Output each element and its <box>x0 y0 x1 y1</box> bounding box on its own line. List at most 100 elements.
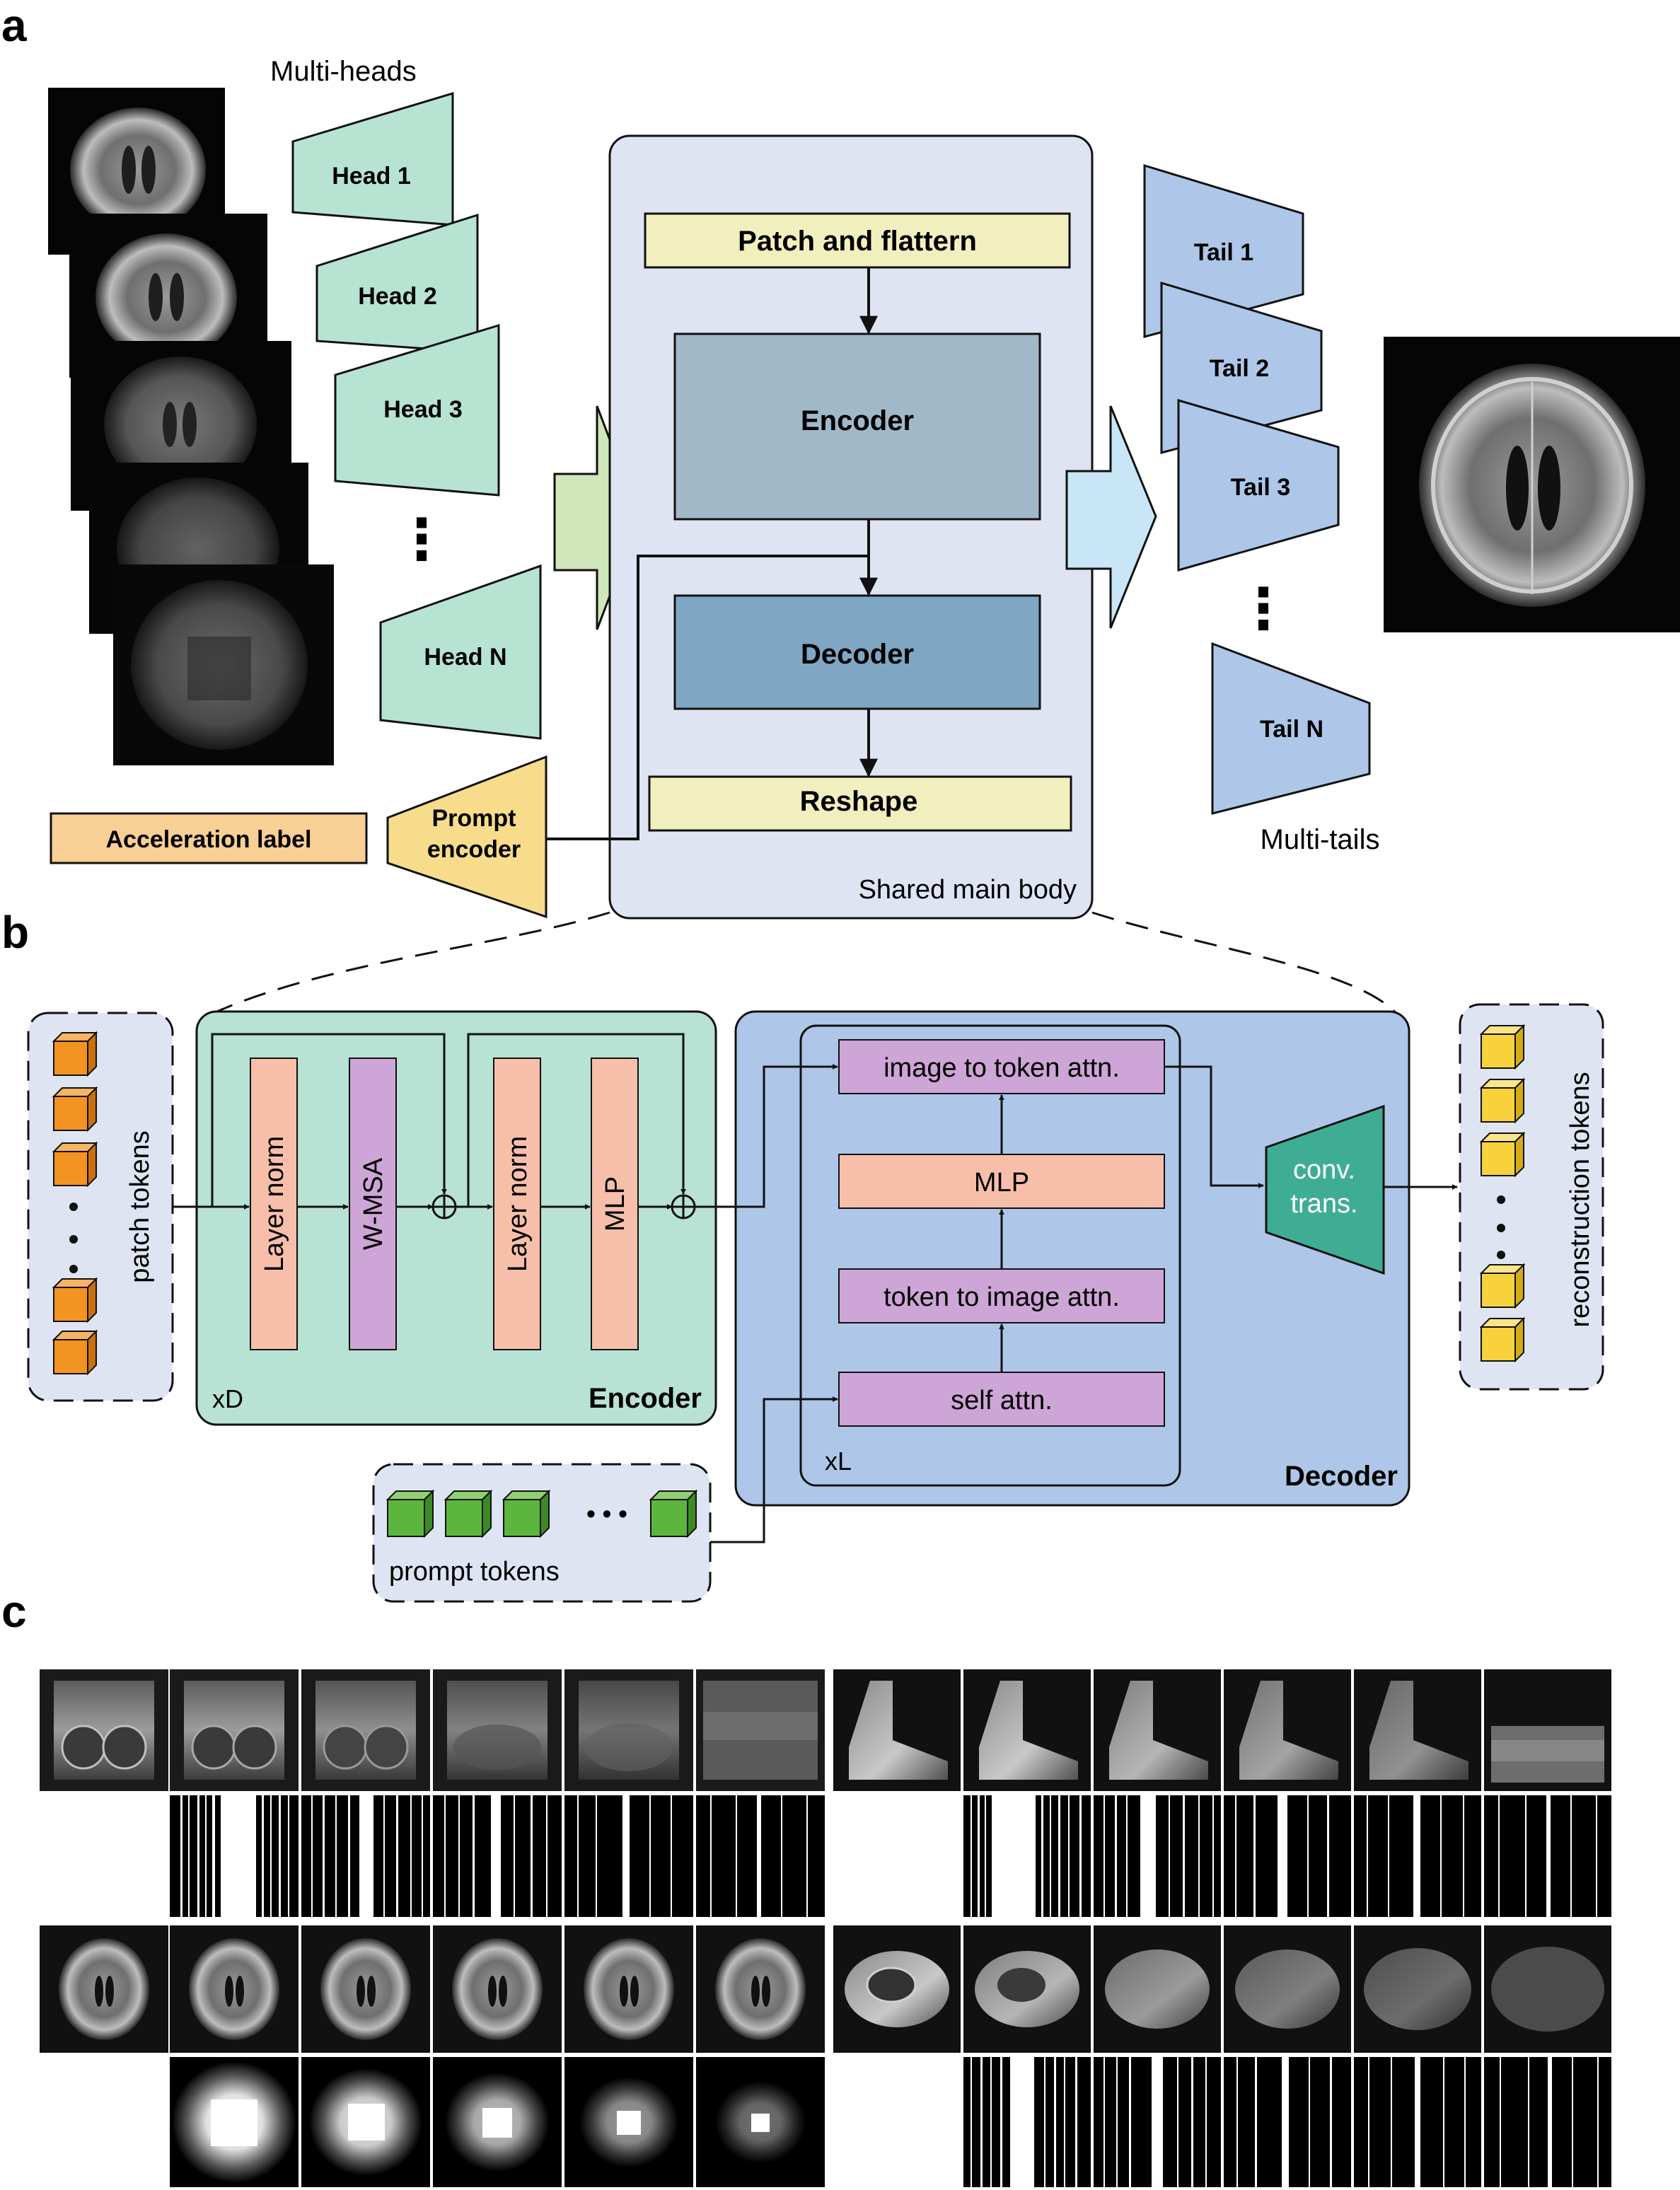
prompt-token-cube <box>386 1489 435 1539</box>
reshape-label: Reshape <box>800 786 918 817</box>
conv-trans-block: conv. trans. <box>1265 1104 1385 1275</box>
b-decoder-mlp <box>838 1154 1165 1209</box>
b-mlp-label: MLP <box>601 1176 630 1232</box>
head-1-label: Head 1 <box>332 163 411 190</box>
knee-mask-row <box>170 1795 825 1917</box>
b-decoder-block: image to token attn. MLP token to image … <box>734 1010 1410 1507</box>
residual-skip-1 <box>211 1033 447 1207</box>
heads-dots: ⋮ <box>393 508 450 571</box>
zoom-dashed-left <box>201 911 610 1020</box>
multi-tails-label: Multi-tails <box>1261 824 1380 855</box>
prompt-encoder-line-2: encoder <box>427 836 521 863</box>
recon-token-cube <box>1479 1131 1526 1178</box>
recon-token-cube <box>1479 1077 1526 1124</box>
encoder-to-decoder-arrow <box>695 1064 838 1208</box>
head-2-label: Head 2 <box>358 283 437 310</box>
prompt-encoder: Prompt encoder <box>386 755 548 919</box>
b-decoder-mlp-label: MLP <box>974 1168 1029 1198</box>
tail-n: Tail N <box>1211 642 1371 815</box>
patch-token-cube <box>52 1141 98 1188</box>
blue-output-arrow <box>1065 405 1157 629</box>
shared-main-body-caption: Shared main body <box>859 875 1077 905</box>
tails-dots: ⋮ <box>1235 577 1292 640</box>
patch-and-flatten-label: Patch and flattern <box>738 226 977 257</box>
head-1: Head 1 <box>291 91 454 226</box>
multi-heads-label: Multi-heads <box>270 56 417 87</box>
main-decoder-label: Decoder <box>801 639 914 670</box>
knee-axial-row <box>833 1925 1611 2053</box>
knee-axial-mask-row <box>963 2057 1611 2187</box>
zoom-dashed-right <box>1091 911 1402 1019</box>
b-layernorm-2-label: Layer norm <box>503 1136 533 1272</box>
tail-n-label: Tail N <box>1260 716 1323 743</box>
b-wmsa-label: W-MSA <box>359 1157 388 1250</box>
prompt-tokens-label: prompt tokens <box>389 1557 560 1587</box>
b-encoder-repeat: xD <box>212 1384 243 1413</box>
patch-token-cube <box>52 1329 98 1376</box>
b-self-attn-label: self attn. <box>951 1386 1053 1415</box>
brain-mask-row <box>170 2057 825 2187</box>
head-2: Head 2 <box>315 213 479 354</box>
head-3-label: Head 3 <box>383 396 463 423</box>
prompt-tokens-dots: • • • <box>586 1499 627 1528</box>
reconstruction-tokens-group: reconstruction tokens <box>1459 1003 1604 1391</box>
b-mlp <box>591 1058 639 1350</box>
prompt-to-selfattn-arrow <box>710 1396 838 1543</box>
prompt-encoder-line-1: Prompt <box>432 805 516 832</box>
head-3: Head 3 <box>334 323 500 497</box>
brain-axial-row <box>40 1925 825 2053</box>
acceleration-label-text: Acceleration label <box>105 826 311 853</box>
panel-label-b: b <box>1 907 29 958</box>
patch-tokens-label: patch tokens <box>125 1130 155 1282</box>
b-decoder-inner-frame <box>799 1024 1181 1487</box>
b-token-to-image-attn <box>838 1268 1165 1323</box>
b-wmsa <box>349 1058 397 1350</box>
b-encoder-title: Encoder <box>589 1383 702 1414</box>
main-encoder-box <box>673 332 1041 521</box>
ankle-sagittal-row <box>833 1669 1611 1791</box>
i2t-to-conv-arrow <box>1164 1065 1264 1188</box>
b-layernorm-1-label: Layer norm <box>260 1136 289 1272</box>
prompt-to-decoder-line <box>546 555 869 840</box>
b-layernorm-1 <box>250 1058 298 1350</box>
main-decoder-box <box>673 594 1041 710</box>
conv-trans-line-2: trans. <box>1290 1189 1357 1219</box>
b-decoder-title: Decoder <box>1285 1461 1398 1492</box>
acceleration-label-box: Acceleration label <box>50 812 368 864</box>
conv-trans-line-1: conv. <box>1293 1155 1355 1185</box>
main-encoder-label: Encoder <box>801 405 914 436</box>
b-encoder-block: Layer norm W-MSA Layer norm MLP xD Encod… <box>195 1010 717 1426</box>
shared-main-body: Patch and flattern Encoder Decoder Resha… <box>608 134 1094 920</box>
output-mri-image <box>1384 337 1680 632</box>
panel-label-c: c <box>1 1586 27 1637</box>
patch-token-cube <box>52 1277 98 1323</box>
prompt-token-cube <box>444 1489 493 1539</box>
residual-add-2 <box>671 1194 696 1219</box>
knee-coronal-row <box>40 1669 825 1791</box>
tail-3: Tail 3 <box>1177 398 1340 572</box>
panel-label-a: a <box>1 0 27 51</box>
prompt-tokens-group: • • • prompt tokens <box>372 1463 712 1603</box>
patch-tokens-group: patch tokens <box>27 1012 174 1402</box>
b-image-to-token-attn <box>838 1039 1165 1094</box>
tail-3-label: Tail 3 <box>1231 474 1290 501</box>
b-image-to-token-attn-label: image to token attn. <box>884 1053 1120 1083</box>
residual-add-1 <box>431 1194 457 1219</box>
patch-token-cube <box>52 1031 98 1077</box>
ankle-mask-row <box>963 1795 1611 1917</box>
tail-2-label: Tail 2 <box>1210 355 1269 382</box>
head-n-label: Head N <box>424 644 506 671</box>
reconstruction-tokens-label: reconstruction tokens <box>1565 1072 1595 1327</box>
input-mri-stack <box>48 88 334 765</box>
b-token-to-image-attn-label: token to image attn. <box>884 1282 1120 1312</box>
recon-token-cube <box>1479 1263 1526 1309</box>
residual-skip-2 <box>467 1033 686 1207</box>
recon-token-cube <box>1479 1316 1526 1363</box>
tail-1-label: Tail 1 <box>1194 239 1253 266</box>
b-decoder-repeat: xL <box>825 1447 852 1476</box>
b-layernorm-2 <box>493 1058 541 1350</box>
patch-token-cube <box>52 1086 98 1132</box>
prompt-token-cube <box>649 1489 698 1539</box>
recon-token-cube <box>1479 1024 1526 1070</box>
